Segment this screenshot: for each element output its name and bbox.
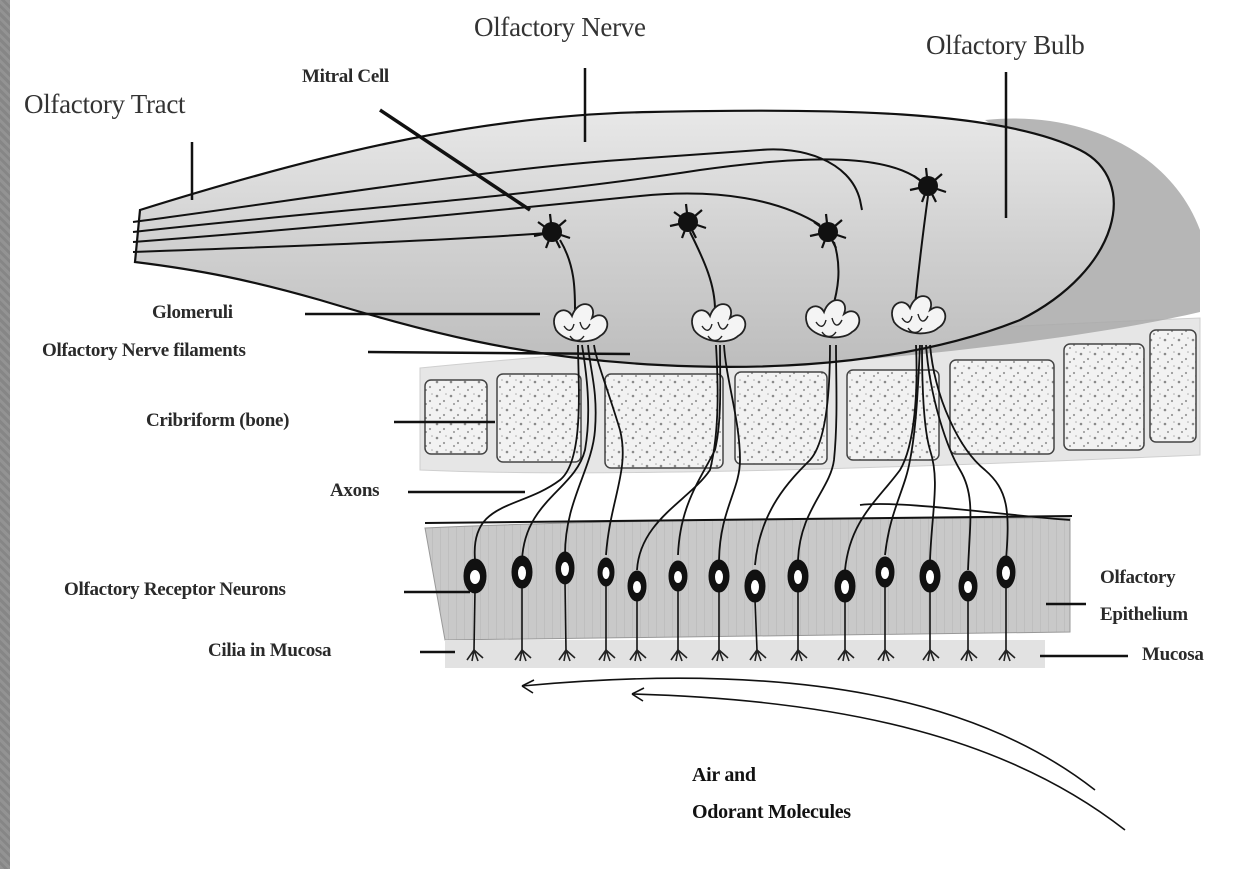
label-air-line1: Air and bbox=[692, 764, 756, 787]
label-air-line2: Odorant Molecules bbox=[692, 801, 851, 824]
label-olfactory-nerve: Olfactory Nerve bbox=[474, 12, 646, 43]
label-olfactory-tract: Olfactory Tract bbox=[24, 89, 185, 120]
label-cribriform: Cribriform (bone) bbox=[146, 410, 289, 432]
label-receptor-neurons: Olfactory Receptor Neurons bbox=[64, 579, 286, 601]
label-nerve-filaments: Olfactory Nerve filaments bbox=[42, 340, 246, 362]
olfactory-bulb bbox=[135, 111, 1114, 367]
label-glomeruli: Glomeruli bbox=[152, 302, 233, 324]
label-mitral-cell: Mitral Cell bbox=[302, 66, 389, 88]
label-olfactory-bulb: Olfactory Bulb bbox=[926, 30, 1085, 61]
label-axons: Axons bbox=[330, 480, 379, 502]
label-epithelium-line2: Epithelium bbox=[1100, 604, 1188, 626]
label-epithelium-line1: Olfactory bbox=[1100, 567, 1175, 589]
label-mucosa: Mucosa bbox=[1142, 644, 1204, 666]
label-cilia: Cilia in Mucosa bbox=[208, 640, 331, 662]
